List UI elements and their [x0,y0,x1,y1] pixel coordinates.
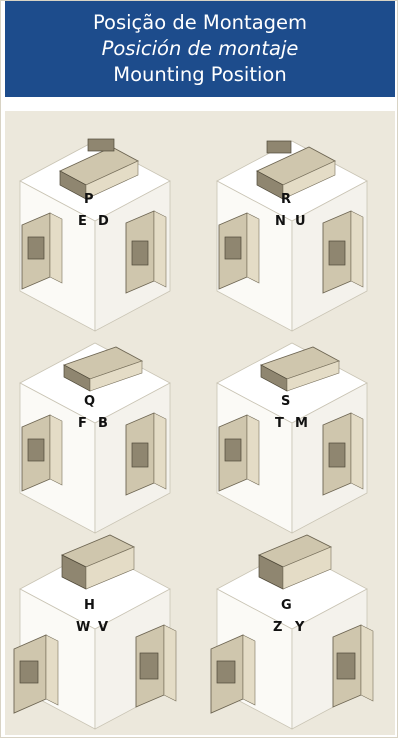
position-letter-right: B [98,416,108,431]
mounting-cube-6: G Z Y [211,535,373,729]
mounting-cube-1: P E D [20,139,170,331]
gear-unit-right-icon [323,211,363,293]
gear-unit-right-icon [323,413,363,495]
mounting-cube-2: R N U [217,141,367,331]
gear-unit-left-icon [219,213,259,289]
position-letter-top: Q [84,394,95,409]
position-letter-right: M [295,416,308,431]
position-letter-top: P [84,192,94,207]
position-letter-left: Z [273,620,282,635]
title-english: Mounting Position [5,62,395,88]
position-letter-right: D [98,214,109,229]
gear-unit-left-icon [22,415,62,491]
header-banner: Posição de Montagem Posición de montaje … [5,1,395,97]
gear-unit-left-icon [211,635,255,713]
position-letter-right: U [295,214,306,229]
gear-unit-right-icon [136,625,176,707]
position-letter-left: F [78,416,87,431]
title-spanish: Posición de montaje [5,36,395,62]
gear-unit-left-icon [22,213,62,289]
position-letter-top: S [281,394,290,409]
gear-unit-right-icon [333,625,373,707]
position-letter-right: Y [294,620,305,635]
mounting-diagram-panel: P E D [5,111,395,735]
gear-unit-left-icon [14,635,58,713]
position-letter-right: V [98,620,108,635]
position-letter-top: R [281,192,291,207]
gear-unit-left-icon [219,415,259,491]
mounting-cube-5: H W V [14,535,176,729]
gear-unit-right-icon [126,413,166,495]
position-letter-left: E [78,214,87,229]
mounting-cube-4: S T M [217,343,367,533]
position-letter-left: W [76,620,90,635]
position-letter-top: G [281,598,292,613]
position-letter-left: N [275,214,286,229]
position-letter-top: H [84,598,95,613]
mounting-cubes-illustration: P E D [5,111,395,735]
gear-unit-right-icon [126,211,166,293]
title-portuguese: Posição de Montagem [5,10,395,36]
mounting-cube-3: Q F B [20,343,170,533]
position-letter-left: T [275,416,284,431]
